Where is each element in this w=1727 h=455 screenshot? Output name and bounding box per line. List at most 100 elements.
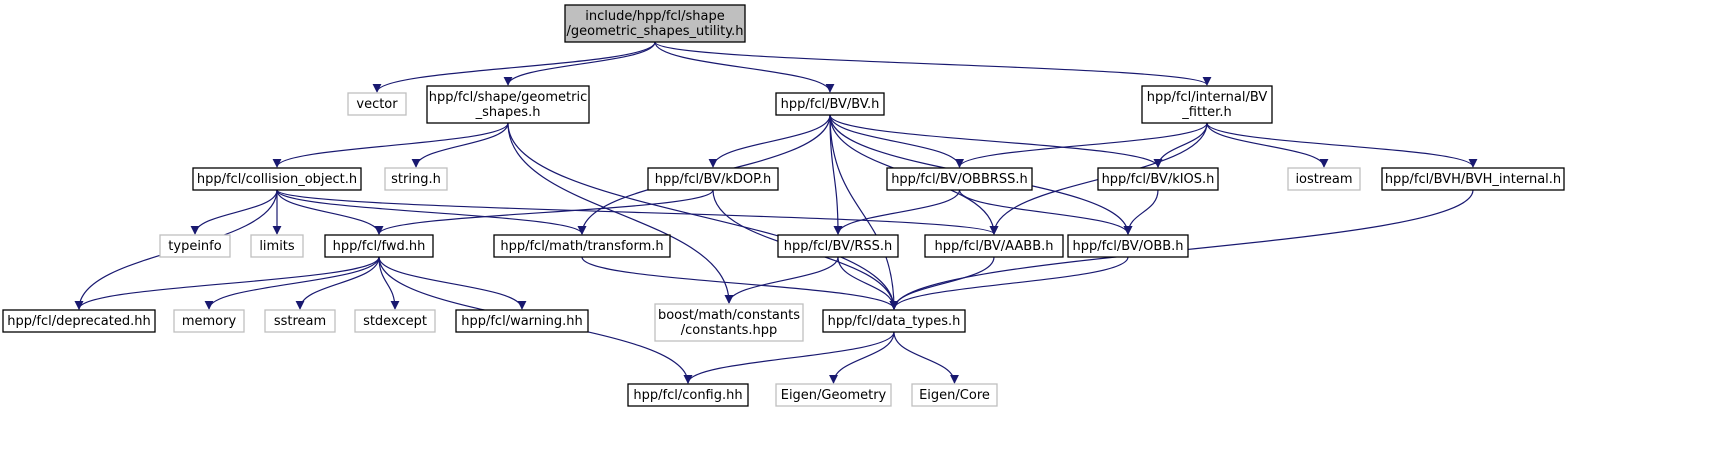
edge-collision_object-to-transform [276, 189, 587, 235]
node-box-sstream [264, 309, 336, 333]
edge-data_types-to-eigen_geometry [829, 331, 895, 384]
node-rss[interactable]: hpp/fcl/BV/RSS.h [777, 234, 899, 258]
node-warning[interactable]: hpp/fcl/warning.hh [455, 309, 589, 333]
edge-geometric_shapes-to-data_types [507, 122, 899, 310]
node-label-obbrss-line-0: hpp/fcl/BV/OBBRSS.h [891, 172, 1028, 187]
node-bv_fitter[interactable]: hpp/fcl/internal/BV_fitter.h [1141, 85, 1273, 124]
edge-fwd-to-stdexcept [378, 256, 400, 310]
node-label-bv_fitter-line-0: hpp/fcl/internal/BV [1147, 90, 1268, 105]
node-label-aabb-line-0: hpp/fcl/BV/AABB.h [935, 239, 1054, 254]
node-label-geometric_shapes-line-1: _shapes.h [475, 105, 541, 120]
node-label-boost_constants-line-1: /constants.hpp [681, 323, 778, 338]
node-label-obb-line-0: hpp/fcl/BV/OBB.h [1072, 239, 1183, 254]
node-boost_constants: boost/math/constants/constants.hpp [654, 303, 804, 342]
node-obb[interactable]: hpp/fcl/BV/OBB.h [1067, 234, 1189, 258]
edge-transform-to-data_types [581, 256, 899, 310]
node-box-string [384, 167, 448, 191]
node-box-eigen_core [911, 383, 998, 407]
edge-kios-to-obb [1123, 189, 1159, 235]
edge-geometric_shapes-to-string [411, 122, 509, 168]
edge-bv-to-kdop [708, 114, 831, 168]
node-box-obb [1067, 234, 1189, 258]
node-label-stdexcept-line-0: stdexcept [363, 314, 427, 329]
edge-data_types-to-config [683, 331, 895, 384]
node-label-fwd-line-0: hpp/fcl/fwd.hh [333, 239, 426, 254]
node-box-data_types [822, 309, 966, 333]
node-label-limits-line-0: limits [259, 239, 295, 254]
edge-root-to-vector [372, 41, 656, 93]
node-kdop[interactable]: hpp/fcl/BV/kDOP.h [647, 167, 779, 191]
node-box-warning [455, 309, 589, 333]
edge-bv_fitter-to-bvh_internal [1206, 122, 1478, 168]
node-label-vector-line-0: vector [356, 97, 398, 112]
node-label-bv_fitter-line-1: _fitter.h [1181, 105, 1231, 120]
node-box-deprecated [2, 309, 156, 333]
node-bvh_internal[interactable]: hpp/fcl/BVH/BVH_internal.h [1381, 167, 1565, 191]
node-collision_object[interactable]: hpp/fcl/collision_object.h [192, 167, 362, 191]
edge-fwd-to-deprecated [74, 256, 380, 310]
edge-obbrss-to-obb [958, 189, 1133, 235]
node-box-vector [347, 92, 407, 116]
node-label-bvh_internal-line-0: hpp/fcl/BVH/BVH_internal.h [1385, 172, 1561, 187]
node-label-eigen_core-line-0: Eigen/Core [919, 388, 990, 403]
node-box-stdexcept [354, 309, 436, 333]
node-box-root [564, 4, 746, 43]
node-label-string-line-0: string.h [391, 172, 441, 187]
edge-obb-to-data_types [889, 256, 1129, 310]
node-box-memory [173, 309, 245, 333]
edge-bv_fitter-to-obbrss [955, 122, 1208, 168]
node-box-bv_fitter [1141, 85, 1273, 124]
edge-rss-to-boost_constants [724, 256, 839, 304]
node-box-collision_object [192, 167, 362, 191]
node-box-fwd [324, 234, 434, 258]
node-label-eigen_geometry-line-0: Eigen/Geometry [781, 388, 887, 403]
node-box-config [627, 383, 749, 407]
node-deprecated[interactable]: hpp/fcl/deprecated.hh [2, 309, 156, 333]
node-label-bv-line-0: hpp/fcl/BV/BV.h [781, 97, 880, 112]
edge-fwd-to-memory [204, 256, 380, 310]
edge-obbrss-to-rss [833, 189, 961, 235]
node-box-boost_constants [654, 303, 804, 342]
node-box-bvh_internal [1381, 167, 1565, 191]
node-label-root-line-0: include/hpp/fcl/shape [585, 9, 725, 24]
node-transform[interactable]: hpp/fcl/math/transform.h [493, 234, 671, 258]
node-iostream: iostream [1287, 167, 1361, 191]
node-aabb[interactable]: hpp/fcl/BV/AABB.h [924, 234, 1064, 258]
edge-data_types-to-eigen_core [893, 331, 959, 384]
node-vector: vector [347, 92, 407, 116]
node-limits: limits [250, 234, 304, 258]
edge-bv-to-kios [829, 114, 1163, 168]
node-kios[interactable]: hpp/fcl/BV/kIOS.h [1097, 167, 1219, 191]
node-stdexcept: stdexcept [354, 309, 436, 333]
edge-fwd-to-warning [378, 256, 527, 310]
edge-geometric_shapes-to-boost_constants [507, 122, 734, 304]
node-label-config-line-0: hpp/fcl/config.hh [633, 388, 742, 403]
edge-bv-to-obbrss [829, 114, 964, 168]
node-obbrss[interactable]: hpp/fcl/BV/OBBRSS.h [886, 167, 1033, 191]
nodes-layer: include/hpp/fcl/shape/geometric_shapes_u… [2, 4, 1565, 407]
node-label-geometric_shapes-line-0: hpp/fcl/shape/geometric [429, 90, 588, 105]
node-box-obbrss [886, 167, 1033, 191]
edge-aabb-to-data_types [889, 256, 995, 310]
node-eigen_core: Eigen/Core [911, 383, 998, 407]
node-label-kdop-line-0: hpp/fcl/BV/kDOP.h [655, 172, 772, 187]
node-root[interactable]: include/hpp/fcl/shape/geometric_shapes_u… [564, 4, 746, 43]
edge-bv-to-data_types [829, 114, 899, 310]
node-data_types[interactable]: hpp/fcl/data_types.h [822, 309, 966, 333]
edge-collision_object-to-aabb [276, 189, 999, 235]
node-box-typeinfo [159, 234, 231, 258]
node-geometric_shapes[interactable]: hpp/fcl/shape/geometric_shapes.h [426, 85, 590, 124]
node-eigen_geometry: Eigen/Geometry [775, 383, 892, 407]
node-label-memory-line-0: memory [182, 314, 237, 329]
node-string: string.h [384, 167, 448, 191]
edge-collision_object-to-fwd [276, 189, 384, 235]
node-label-transform-line-0: hpp/fcl/math/transform.h [500, 239, 663, 254]
node-label-data_types-line-0: hpp/fcl/data_types.h [828, 314, 961, 329]
node-bv[interactable]: hpp/fcl/BV/BV.h [775, 92, 885, 116]
node-config[interactable]: hpp/fcl/config.hh [627, 383, 749, 407]
edge-kdop-to-fwd [374, 189, 714, 235]
node-fwd[interactable]: hpp/fcl/fwd.hh [324, 234, 434, 258]
node-box-limits [250, 234, 304, 258]
node-label-collision_object-line-0: hpp/fcl/collision_object.h [197, 172, 357, 187]
